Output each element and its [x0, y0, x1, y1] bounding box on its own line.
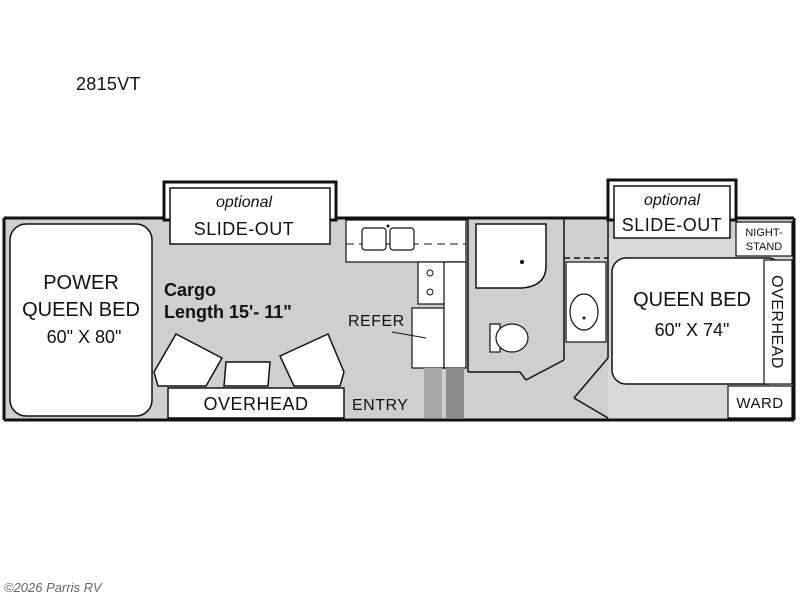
slide-right-optional: optional	[644, 192, 700, 209]
rear-overhead-label: OVERHEAD	[768, 275, 785, 369]
kitchen-counter	[345, 219, 467, 263]
chair-center	[223, 361, 271, 387]
sink-left	[361, 227, 387, 251]
nightstand	[735, 221, 793, 257]
power-bed-line1: POWER	[43, 272, 119, 294]
refer-pointer	[391, 331, 427, 339]
wardrobe-label: WARD	[736, 395, 783, 412]
chairs	[153, 332, 345, 387]
queen-bed-label: QUEEN BED	[633, 289, 751, 311]
power-bed-size: 60" X 80"	[47, 327, 122, 347]
rear-overhead	[763, 259, 793, 385]
model-name: 2815VT	[76, 74, 141, 94]
cargo-length: Length 15'- 11"	[164, 302, 292, 322]
slide-out-left: optional SLIDE-OUT	[162, 180, 338, 245]
slide-out-right: optional SLIDE-OUT	[606, 178, 738, 239]
queen-bed-size: 60" X 74"	[655, 320, 730, 340]
entry-steps	[424, 368, 464, 418]
entry-label: ENTRY	[352, 397, 408, 414]
slide-right-title: SLIDE-OUT	[622, 215, 723, 235]
bathroom-walls	[467, 218, 565, 381]
slide-left-optional: optional	[216, 194, 272, 211]
sink-right	[389, 227, 415, 251]
shower	[475, 223, 547, 289]
front-overhead	[167, 387, 345, 419]
exterior-walls	[2, 216, 796, 422]
refer-label: REFER	[348, 313, 405, 330]
nightstand-line2: STAND	[746, 241, 783, 253]
chair-right	[279, 332, 345, 387]
pantry-cabinet	[443, 261, 467, 369]
power-queen-bed	[9, 223, 153, 417]
front-overhead-label: OVERHEAD	[203, 394, 308, 414]
cargo-label: Cargo	[164, 280, 216, 300]
power-bed-line2: QUEEN BED	[22, 299, 140, 321]
copyright: ©2026 Parris RV	[4, 580, 102, 595]
slide-left-title: SLIDE-OUT	[194, 219, 295, 239]
wardrobe	[727, 385, 793, 419]
chair-left	[153, 333, 224, 387]
vanity	[565, 261, 607, 343]
bedroom-partition	[564, 218, 609, 419]
nightstand-line1: NIGHT-	[745, 227, 783, 239]
toilet	[489, 323, 529, 353]
refrigerator	[411, 307, 445, 369]
